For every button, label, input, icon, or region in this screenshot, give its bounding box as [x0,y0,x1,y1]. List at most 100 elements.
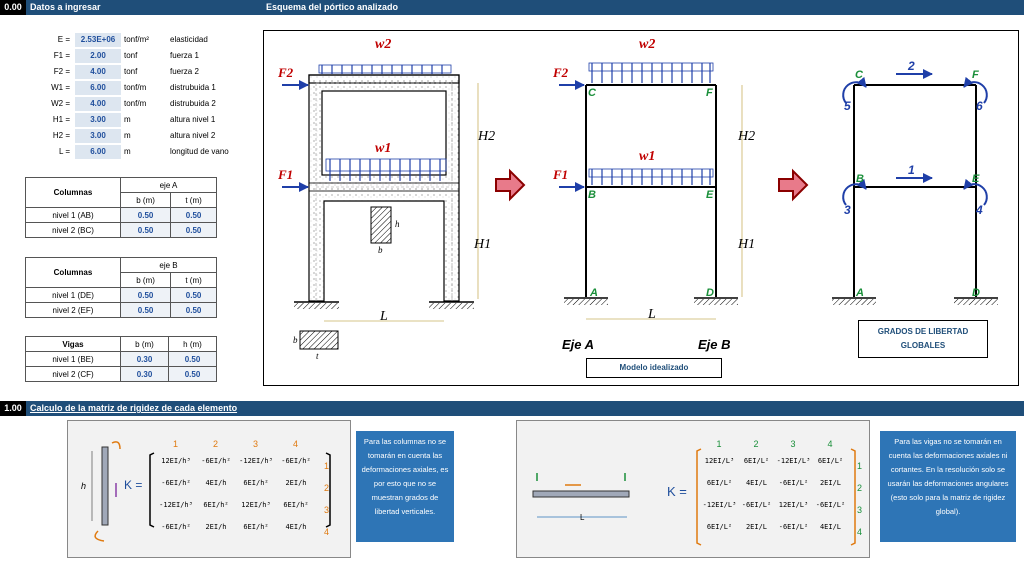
section-number: 0.00 [0,0,26,15]
input-unit: m [124,131,131,140]
node-d-label: D [706,287,714,299]
cell-t[interactable]: 0.50 [170,207,217,223]
node-e-label: E [706,189,714,201]
input-value[interactable]: 2.53E+06 [75,33,121,47]
cell-b[interactable]: 0.30 [120,366,169,382]
input-description: elasticidad [170,35,208,44]
cell-b[interactable]: 0.50 [119,287,172,303]
input-unit: tonf/m [124,83,147,92]
matrix-cell: -6EI/L² [778,479,809,487]
matrix-row-index: 1 [857,461,863,471]
cell-b[interactable]: 0.50 [119,207,172,223]
matrix-cell: -6EI/L² [778,523,809,531]
model-load-w1-label: w1 [639,149,656,164]
col-header-b: b (m) [119,192,172,208]
input-value[interactable]: 2.00 [75,49,121,63]
cell-b[interactable]: 0.50 [119,222,172,238]
beam-note: Para las vigas no se tomarán en cuenta l… [880,431,1016,542]
axis-label: eje A [120,177,217,193]
dof-node-d: D [972,287,980,299]
matrix-cell: 4EI/h [285,523,307,531]
matrix-cell: 2EI/L [745,523,768,531]
beam-k-label: K = [667,484,687,499]
input-label: L = [58,147,70,156]
beam-length-label: L [580,513,585,522]
matrix-cell: 6EI/L² [706,479,733,487]
axis-b-label: Eje B [698,337,731,352]
cell-t[interactable]: 0.50 [170,302,217,318]
table-title: Columnas [25,257,121,288]
matrix-cell: 12EI/L³ [778,501,809,509]
matrix-cell: -6EI/h² [201,457,231,465]
dof-title-line1: GRADOS DE LIBERTAD [877,327,969,336]
dof-2-label: 2 [908,59,915,73]
matrix-cell: 12EI/h³ [161,457,191,465]
input-value[interactable]: 6.00 [75,145,121,159]
matrix-row-index: 4 [324,527,330,537]
dof-node-b: B [856,173,864,185]
node-c-label: C [588,87,596,99]
input-label: H1 = [52,115,70,124]
matrix-cell: 2EI/h [205,523,227,531]
matrix-cell: -6EI/h² [161,523,191,531]
cell-h[interactable]: 0.50 [168,351,217,367]
matrix-cell: 6EI/h² [243,479,269,487]
cell-t[interactable]: 0.50 [170,287,217,303]
input-value[interactable]: 4.00 [75,65,121,79]
matrix-cell: 12EI/L³ [704,457,735,465]
section-header-datos: 0.00 Datos a ingresar Esquema del pórtic… [0,0,1024,15]
dof-node-a: A [856,287,864,299]
input-value[interactable]: 3.00 [75,129,121,143]
input-value[interactable]: 3.00 [75,113,121,127]
model-h2-label: H2 [738,129,756,144]
matrix-row-index: 2 [857,483,863,493]
model-h1-label: H1 [738,237,756,252]
input-label: W1 = [51,83,70,92]
node-a-label: A [590,287,598,299]
diagram-title: Esquema del pórtico analizado [266,2,399,12]
cell-t[interactable]: 0.50 [170,222,217,238]
table-title: Columnas [25,177,121,208]
input-unit: m [124,147,131,156]
dof-title-line2: GLOBALES [900,341,946,350]
node-f-label: F [706,87,713,99]
input-label: F1 = [53,51,70,60]
cell-b[interactable]: 0.50 [119,302,172,318]
arrow-right-icon [495,168,526,202]
frame-diagram: w2 w1 F2 F1 H2 H1 L h b b t F2 F1 w2 w1 … [263,30,1019,386]
matrix-cell: 4EI/h [205,479,227,487]
cell-h[interactable]: 0.50 [168,366,217,382]
matrix-row-index: 1 [324,461,330,471]
input-unit: m [124,115,131,124]
matrix-row-index: 3 [857,505,863,515]
input-value[interactable]: 6.00 [75,81,121,95]
matrix-cell: -12EI/h³ [239,457,273,465]
model-l-label: L [648,307,656,322]
input-value[interactable]: 4.00 [75,97,121,111]
height-h2-label: H2 [478,129,496,144]
section-b-label: b [378,245,383,255]
section-number: 1.00 [0,401,26,416]
cell-b[interactable]: 0.30 [120,351,169,367]
input-label: E = [57,35,70,44]
dof-4-label: 4 [976,203,983,217]
col-header-t: t (m) [170,192,217,208]
matrix-col-index: 4 [293,439,299,449]
col-header-b: b (m) [120,336,169,352]
load-w2-label: w2 [375,37,392,52]
matrix-cell: 6EI/h² [243,523,269,531]
dof-node-f: F [972,69,979,81]
column-note: Para las columnas no se tomarán en cuent… [356,431,454,542]
matrix-col-index: 1 [173,439,179,449]
input-description: distrubuida 1 [170,83,216,92]
matrix-col-index: 3 [790,439,796,449]
matrix-cell: 6EI/L² [743,457,770,465]
input-unit: tonf/m [124,99,147,108]
dof-1-label: 1 [908,163,915,177]
row-name: nivel 1 (AB) [25,207,121,223]
matrix-col-index: 1 [716,439,722,449]
span-l-label: L [380,309,388,324]
column-element-svg [91,441,331,542]
matrix-row-index: 2 [324,483,330,493]
